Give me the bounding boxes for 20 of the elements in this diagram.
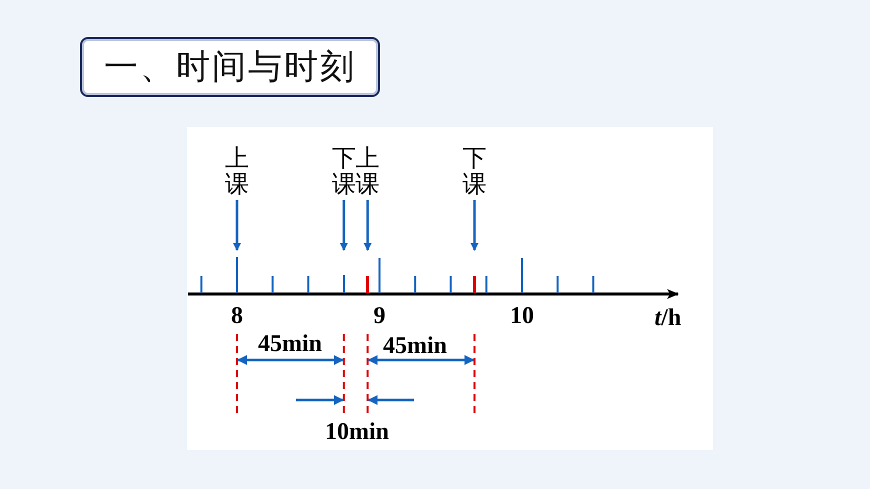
duration-label: 45min	[383, 334, 448, 358]
tick-mark	[236, 257, 238, 293]
tick-label: 10	[510, 304, 534, 328]
tick-label: 9	[374, 304, 386, 328]
duration-label: 45min	[258, 332, 322, 356]
arrow	[364, 200, 372, 251]
tick-mark	[366, 276, 370, 293]
arrow	[470, 200, 478, 251]
time-label: 上课	[354, 145, 381, 197]
time-label: 下课	[462, 145, 488, 197]
duration-label: 10min	[325, 420, 390, 444]
arrow	[340, 200, 348, 251]
time-label: 上课	[224, 145, 250, 197]
tick-mark	[342, 275, 345, 293]
axis-label: t/h	[654, 306, 682, 330]
title-box: 一、时间与时刻	[80, 37, 380, 97]
tick-mark	[473, 276, 476, 293]
tick-label: 8	[231, 304, 243, 328]
arrow	[233, 200, 241, 251]
time-label: 下课	[330, 145, 357, 197]
